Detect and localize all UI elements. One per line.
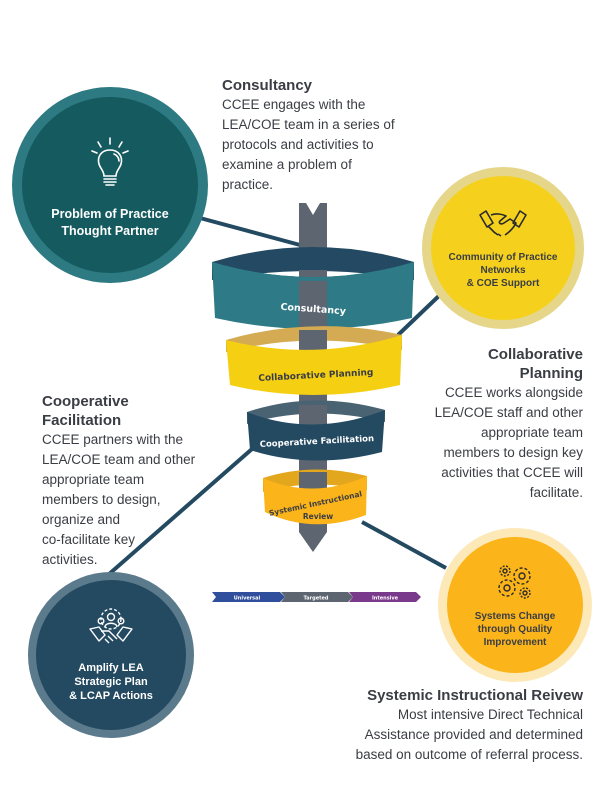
tier-label-universal: Universal: [234, 596, 261, 602]
team-handshake-icon: [89, 608, 133, 644]
circle-systems-change: Systems Change through Quality Improveme…: [438, 528, 592, 682]
section-collaborative-planning: Collaborative Planning CCEE works alongs…: [400, 345, 583, 503]
section-consultancy: Consultancy CCEE engages with the LEA/CO…: [222, 76, 422, 195]
section-body-consultancy: CCEE engages with the LEA/COE team in a …: [222, 97, 395, 192]
circle-label-community: Community of Practice Networks & COE Sup…: [448, 251, 558, 289]
section-title-cooperative-facilitation: Cooperative Facilitation: [42, 393, 129, 429]
tier-label-intensive: Intensive: [372, 596, 399, 602]
funnel-band-cooperative-facilitation: [247, 400, 385, 461]
connector-line-amplify: [106, 447, 254, 577]
circle-label-amplify: Amplify LEA Strategic Plan & LCAP Action…: [69, 662, 153, 702]
section-title-collaborative-planning: Collaborative Planning: [487, 346, 583, 382]
connector-line-consultancy: [199, 216, 301, 247]
section-body-cooperative-facilitation: CCEE partners with the LEA/COE team and …: [42, 432, 196, 567]
gears-icon: [498, 564, 531, 599]
section-cooperative-facilitation: Cooperative Facilitation CCEE partners w…: [42, 392, 222, 570]
band-label-systemic-review-2: Review: [303, 512, 333, 521]
section-body-systemic-review: Most intensive Direct Technical Assistan…: [355, 707, 583, 762]
circle-label-thought-partner: Problem of Practice Thought Partner: [51, 207, 169, 238]
connector-line-community: [396, 290, 445, 337]
tier-universal: [212, 592, 285, 602]
tier-label-targeted: Targeted: [304, 596, 329, 602]
funnel-band-consultancy: [212, 247, 414, 330]
circle-thought-partner: Problem of Practice Thought Partner: [12, 87, 208, 283]
tier-intensive: [349, 592, 421, 602]
handshake-icon: [479, 209, 527, 237]
section-body-collaborative-planning: CCEE works alongside LEA/COE staff and o…: [434, 385, 583, 500]
funnel-band-systemic-review: [263, 469, 367, 525]
connector-line-systems: [361, 520, 447, 570]
circle-label-systems-change: Systems Change through Quality Improveme…: [474, 610, 556, 648]
section-systemic-review: Systemic Instructional Reivew Most inten…: [330, 686, 583, 765]
section-title-consultancy: Consultancy: [222, 77, 313, 94]
circle-community: Community of Practice Networks & COE Sup…: [422, 167, 584, 329]
circle-amplify: Amplify LEA Strategic Plan & LCAP Action…: [28, 572, 194, 738]
lightbulb-icon: [91, 137, 129, 186]
tier-targeted: [281, 592, 353, 602]
section-title-systemic-review: Systemic Instructional Reivew: [367, 687, 583, 704]
band-label-consultancy: Consultancy: [280, 302, 347, 318]
funnel-band-collaborative-planning: [226, 326, 402, 395]
tier-bar: Universal Targeted Intensive: [212, 592, 421, 602]
